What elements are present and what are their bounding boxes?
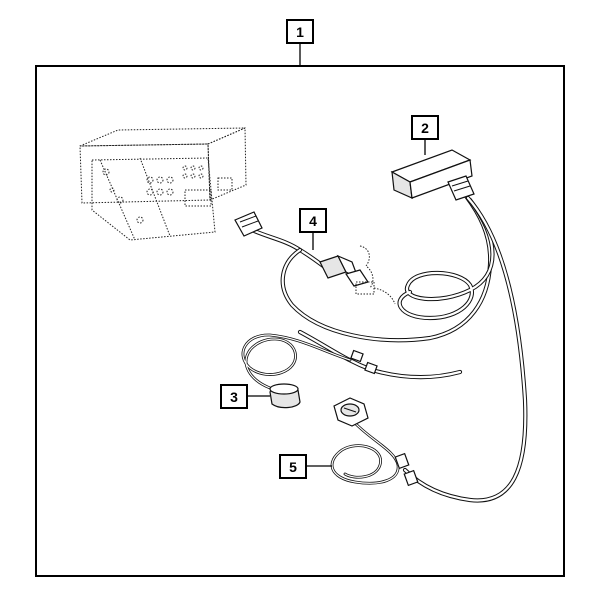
callout-1-label: 1	[296, 24, 304, 40]
callout-4[interactable]: 4	[299, 208, 327, 250]
antenna-5	[333, 397, 369, 427]
dotted-plug	[355, 245, 396, 305]
inline-connector-b	[394, 452, 419, 487]
antenna-3-cable	[241, 333, 352, 390]
callout-4-label: 4	[309, 213, 317, 229]
callout-1[interactable]: 1	[286, 19, 314, 66]
callout-5[interactable]: 5	[279, 454, 332, 479]
junction-connector	[319, 254, 369, 287]
callout-2-label: 2	[421, 120, 429, 136]
antenna-5-cable	[330, 418, 400, 485]
callout-5-label: 5	[289, 459, 297, 475]
antenna-3	[269, 383, 301, 409]
callout-3[interactable]: 3	[220, 384, 270, 409]
callout-3-label: 3	[230, 389, 238, 405]
radio-connector	[234, 211, 263, 237]
module	[390, 149, 475, 201]
inline-connector-a	[350, 349, 378, 375]
callout-2[interactable]: 2	[411, 115, 439, 155]
radio-head-unit	[79, 127, 247, 241]
